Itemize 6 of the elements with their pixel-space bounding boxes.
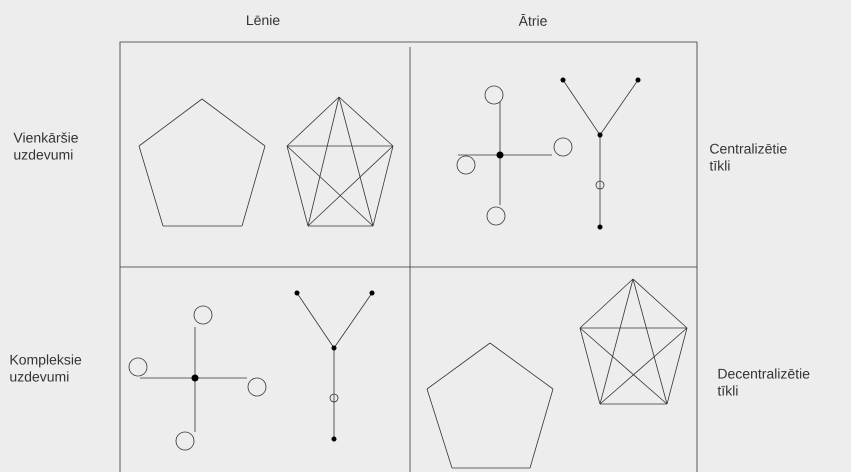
row-heading: Centralizētie tīkli <box>710 143 787 171</box>
column-heading: Lēnie <box>247 14 280 26</box>
row-heading: Kompleksie uzdevumi <box>10 354 82 382</box>
column-heading: Ātrie <box>518 14 547 26</box>
row-heading: Vienkāršie uzdevumi <box>13 132 78 160</box>
row-heading: Decentralizētie tīkli <box>718 368 810 396</box>
